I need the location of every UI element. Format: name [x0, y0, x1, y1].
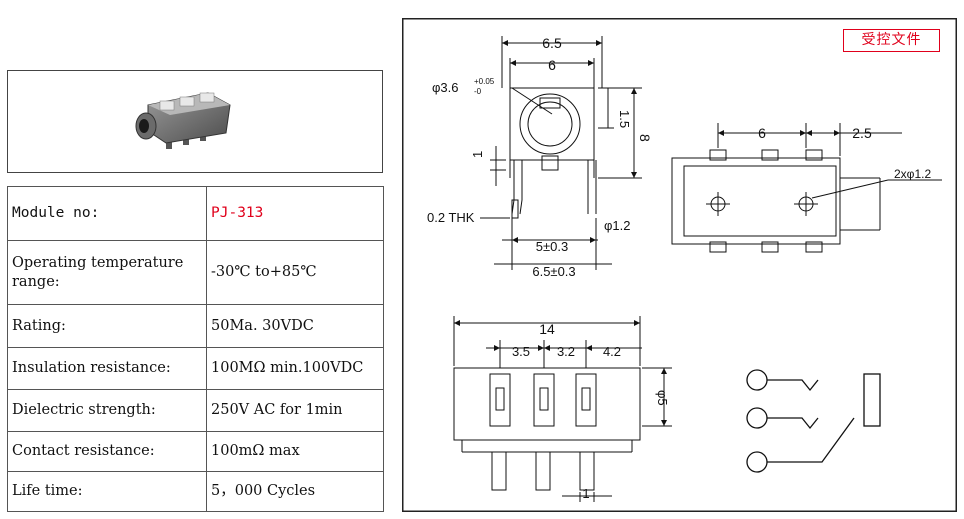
table-row: Insulation resistance: 100MΩ min.100VDC: [7, 347, 384, 390]
spec-label: Contact resistance:: [7, 431, 207, 472]
dim-top-offset: 1.5: [617, 110, 632, 128]
dim-pin-diameter: φ1.2: [604, 218, 631, 233]
spec-value: 100mΩ max: [206, 431, 384, 472]
model-label: Module no:: [7, 186, 207, 241]
spec-label: Life time:: [7, 471, 207, 512]
dim-thickness: 0.2 THK: [427, 210, 475, 225]
side-view: [453, 316, 672, 502]
dim-front-height: 8: [637, 134, 653, 142]
drawing-frame: [402, 18, 957, 512]
front-view-arrows: [502, 40, 637, 243]
product-photo: [7, 70, 383, 173]
top-view-arrows: [718, 130, 840, 136]
spec-label: Dielectric strength:: [7, 389, 207, 432]
dim-front-width-outer: 6.5: [542, 35, 562, 51]
dim-hole-edge: 2.5: [852, 125, 872, 141]
spec-label: Insulation resistance:: [7, 347, 207, 390]
dim-hole-spacing: 6: [758, 125, 766, 141]
dim-barrel-diameter: φ5: [655, 390, 670, 406]
controlled-document-stamp: 受控文件: [843, 29, 940, 52]
table-row: Life time: 5，000 Cycles: [7, 471, 384, 512]
dim-pin-offset: 1: [470, 151, 485, 158]
dim-hole-diameter: φ3.6: [432, 80, 459, 95]
spec-value: 250V AC for 1min: [206, 389, 384, 432]
table-row: Dielectric strength: 250V AC for 1min: [7, 389, 384, 432]
dim-front-width-inner: 6: [548, 57, 556, 73]
front-view: [480, 36, 642, 270]
table-row: Module no: PJ-313: [7, 186, 384, 241]
spec-value: 50Ma. 30VDC: [206, 304, 384, 348]
jack-photo-image: [135, 92, 231, 149]
spec-value: 100MΩ min.100VDC: [206, 347, 384, 390]
spec-table: Module no: PJ-313 Operating temperature …: [7, 186, 384, 512]
dim-pin-pitch: 5±0.3: [536, 239, 568, 254]
dim-overall-pitch: 6.5±0.3: [532, 264, 575, 279]
dim-pin-width: 1: [582, 486, 589, 501]
spec-label: Rating:: [7, 304, 207, 348]
side-view-arrows: [454, 320, 667, 426]
dim-hole-tol-plus: +0.05: [474, 77, 495, 86]
spec-value: 5，000 Cycles: [206, 471, 384, 512]
spec-value: -30℃ to+85℃: [206, 240, 384, 305]
table-row: Contact resistance: 100mΩ max: [7, 431, 384, 472]
dim-pin-3-end: 4.2: [603, 344, 621, 359]
dim-overall-length: 14: [539, 321, 555, 337]
model-value: PJ-313: [206, 186, 384, 241]
dim-pin-2-3: 3.2: [557, 344, 575, 359]
dim-pin-1-2: 3.5: [512, 344, 530, 359]
spec-label: Operating temperature range:: [7, 240, 207, 305]
technical-drawing: 6.5 6 φ3.6 +0.05 -0 1.5 8 1 0.2 THK φ1.2…: [402, 18, 957, 512]
top-view: [671, 123, 942, 253]
dim-hole-tol-minus: -0: [474, 87, 482, 96]
table-row: Operating temperature range: -30℃ to+85℃: [7, 240, 384, 305]
table-row: Rating: 50Ma. 30VDC: [7, 304, 384, 348]
dim-mount-holes: 2xφ1.2: [894, 167, 931, 181]
schematic-symbol: [746, 369, 881, 473]
